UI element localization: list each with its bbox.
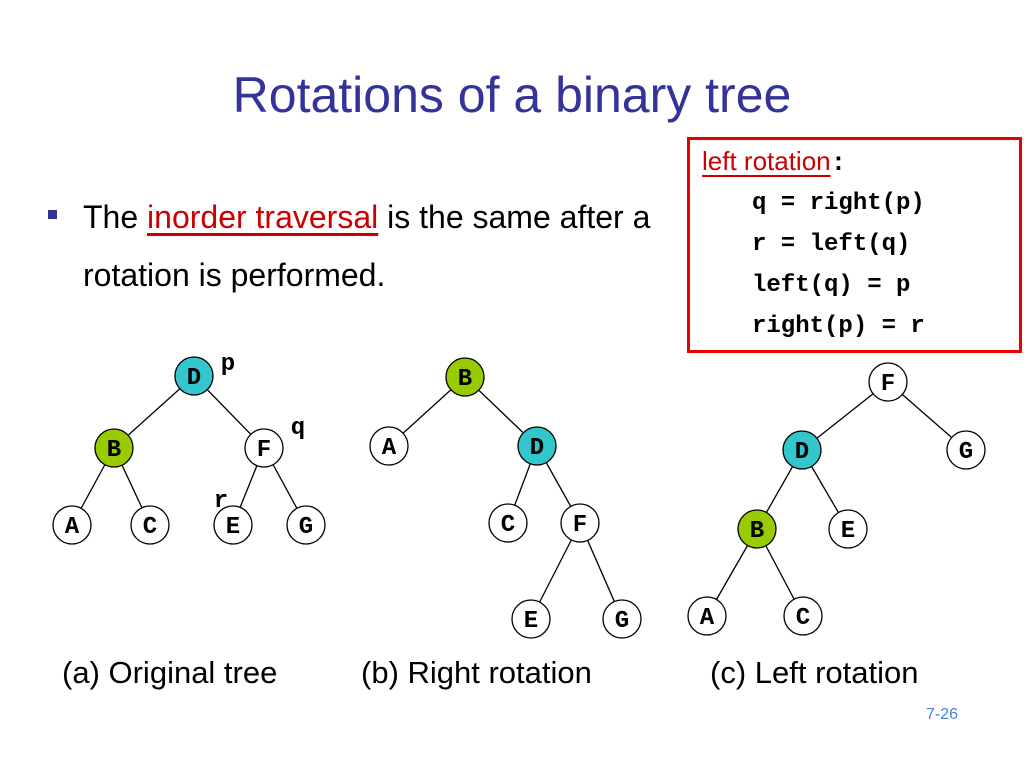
code-line: r = left(q): [752, 231, 911, 258]
code-box-heading-colon: :: [830, 148, 847, 178]
tree-node: C: [783, 596, 823, 636]
node-label: F: [573, 512, 587, 539]
node-label: F: [257, 437, 271, 464]
tree-node: A: [687, 596, 727, 636]
node-label: C: [501, 512, 515, 539]
slide-title: Rotations of a binary tree: [232, 67, 792, 123]
node-label: B: [107, 437, 121, 464]
tree-node: F: [244, 428, 284, 468]
node-label: A: [382, 435, 397, 462]
node-label: B: [750, 518, 764, 545]
node-label: G: [615, 608, 629, 635]
tree-node: B: [445, 357, 485, 397]
page-number: 7-26: [926, 706, 959, 723]
code-box-heading-label: left rotation: [702, 146, 831, 176]
tree-node: B: [737, 509, 777, 549]
pointer-label-q: q: [291, 415, 305, 442]
node-label: D: [795, 439, 809, 466]
tree-node: E: [828, 509, 868, 549]
tree-node: F: [560, 503, 600, 543]
bullet-text-post: is the same after a rotation is performe…: [83, 199, 651, 293]
caption-right-rotation: (b) Right rotation: [361, 655, 592, 690]
node-label: E: [524, 608, 538, 635]
tree-node: D: [517, 426, 557, 466]
bullet-text-pre: The: [83, 199, 148, 235]
node-label: F: [881, 371, 895, 398]
pointer-label-r: r: [214, 488, 228, 515]
code-line: q = right(p): [752, 190, 925, 217]
pointer-label-p: p: [221, 351, 235, 378]
tree-node: C: [130, 505, 170, 545]
tree-node: G: [286, 505, 326, 545]
node-label: E: [841, 518, 855, 545]
inorder-traversal-term: inorder traversal: [147, 199, 379, 235]
node-label: E: [226, 514, 240, 541]
node-label: B: [458, 366, 472, 393]
node-label: G: [299, 514, 313, 541]
tree-node: B: [94, 428, 134, 468]
bullet-text: The inorder traversal is the same after …: [83, 188, 683, 304]
tree-node: E: [213, 505, 253, 545]
node-label: C: [796, 605, 810, 632]
tree-nodes: D B F A C E G p q r B A D C F E G F D G …: [52, 351, 986, 639]
tree-node: G: [602, 599, 642, 639]
node-label: C: [143, 514, 157, 541]
code-line: right(p) = r: [752, 313, 925, 340]
node-label: D: [187, 365, 201, 392]
node-label: A: [700, 605, 715, 632]
tree-node: E: [511, 599, 551, 639]
tree-node: A: [369, 426, 409, 466]
tree-node: G: [946, 430, 986, 470]
bullet-square-icon: [48, 210, 57, 219]
tree-edges: [71, 375, 967, 620]
tree-node: C: [488, 503, 528, 543]
tree-node: D: [782, 430, 822, 470]
tree-node: F: [868, 362, 908, 402]
node-label: G: [959, 439, 973, 466]
tree-node: A: [52, 505, 92, 545]
caption-left-rotation: (c) Left rotation: [710, 655, 919, 690]
tree-node: D: [174, 356, 214, 396]
code-box-heading: left rotation:: [702, 146, 846, 178]
left-rotation-code-box: left rotation: q = right(p) r = left(q) …: [687, 137, 1022, 353]
code-line: left(q) = p: [752, 272, 911, 299]
node-label: D: [530, 435, 544, 462]
node-label: A: [65, 514, 80, 541]
caption-original-tree: (a) Original tree: [62, 655, 278, 690]
